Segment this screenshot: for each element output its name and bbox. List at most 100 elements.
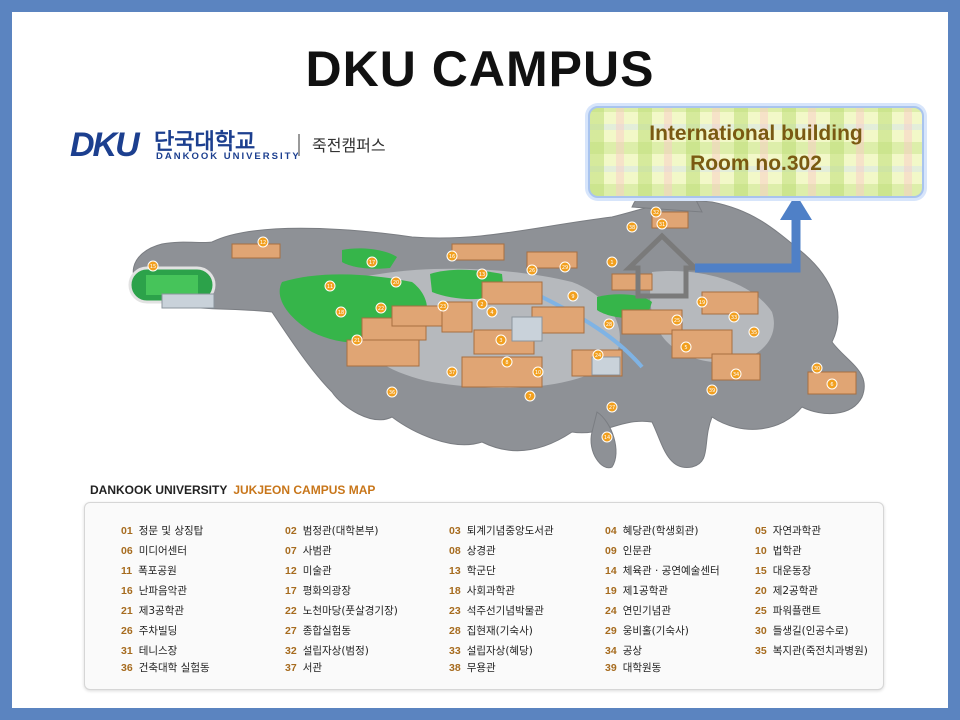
map-marker-label: 38: [629, 225, 635, 231]
map-marker: [559, 261, 571, 273]
legend-entry-name: 제3공학관: [138, 605, 185, 617]
map-marker: [826, 378, 838, 390]
map-marker: [811, 362, 823, 374]
legend-entry: 10 법학관: [755, 543, 802, 558]
map-marker-label: 18: [338, 310, 344, 316]
legend-title: DANKOOK UNIVERSITY JUKJEON CAMPUS MAP: [90, 483, 375, 497]
map-marker-label: 25: [674, 318, 680, 324]
legend-entry-name: 대운동장: [772, 565, 812, 577]
page-title: DKU CAMPUS: [305, 41, 655, 97]
map-marker: [748, 326, 760, 338]
map-marker-label: 7: [528, 394, 531, 400]
legend-entry-number: 14: [605, 565, 617, 577]
legend-title-university: DANKOOK UNIVERSITY: [90, 483, 228, 497]
legend-entry: 18 사회과학관: [449, 583, 515, 598]
legend-entry-name: 제1공학관: [622, 585, 669, 597]
legend-entry-name: 범정관(대학본부): [302, 525, 379, 537]
map-marker-label: 20: [393, 280, 399, 286]
map-marker-label: 15: [150, 264, 156, 270]
legend-entry-number: 24: [605, 605, 617, 617]
map-marker-label: 35: [751, 330, 757, 336]
legend-entry-name: 무용관: [466, 662, 496, 674]
map-marker: [656, 218, 668, 230]
legend-entry-name: 법학관: [772, 545, 802, 557]
legend-entry-number: 04: [605, 525, 617, 537]
map-marker: [476, 268, 488, 280]
legend-entry-number: 03: [449, 525, 461, 537]
legend-entry-number: 22: [285, 605, 297, 617]
map-marker: [680, 341, 692, 353]
legend-entry-name: 미디어센터: [138, 545, 187, 557]
map-marker-label: 12: [260, 240, 266, 246]
logo-mark: DKU: [70, 126, 140, 164]
legend-entry-number: 10: [755, 545, 767, 557]
map-marker-label: 36: [389, 390, 395, 396]
legend-entry-number: 23: [449, 605, 461, 617]
legend-entry-name: 파워플랜트: [772, 605, 821, 617]
legend-entry-name: 주차빌딩: [138, 625, 178, 637]
legend-entry-number: 32: [285, 645, 297, 657]
legend-entry-number: 36: [121, 662, 133, 674]
map-marker: [730, 368, 742, 380]
legend-entry-number: 29: [605, 625, 617, 637]
legend-entry-name: 공상: [622, 645, 643, 657]
legend-entry-number: 20: [755, 585, 767, 597]
map-marker: [601, 431, 613, 443]
map-marker-label: 23: [440, 304, 446, 310]
waterway: [531, 290, 644, 369]
map-marker: [351, 334, 363, 346]
legend-entry-number: 08: [449, 545, 461, 557]
map-marker: [446, 366, 458, 378]
legend-entry-name: 서관: [302, 662, 323, 674]
map-marker: [626, 221, 638, 233]
map-marker: [324, 280, 336, 292]
map-marker: [375, 302, 387, 314]
map-marker: [147, 260, 159, 272]
map-marker: [532, 366, 544, 378]
map-marker-label: 9: [571, 294, 574, 300]
legend-entry-name: 제2공학관: [772, 585, 819, 597]
legend-entry-name: 건축대학 실험동: [138, 662, 210, 674]
map-marker: [437, 300, 449, 312]
legend-entry-name: 상경관: [466, 545, 496, 557]
map-marker-label: 22: [378, 306, 384, 312]
map-marker-label: 4: [490, 310, 493, 316]
callout-building: International building: [649, 122, 863, 145]
map-marker: [446, 250, 458, 262]
location-arrow: [695, 194, 812, 273]
legend-entry-number: 33: [449, 645, 461, 657]
legend-entry-name: 폭포공원: [138, 565, 177, 577]
legend-entry-number: 01: [121, 525, 133, 537]
map-marker: [486, 306, 498, 318]
legend-entry-name: 사회과학관: [466, 585, 515, 597]
legend-entry-name: 혜당관(학생회관): [622, 525, 699, 537]
legend-entry-name: 종합실험동: [302, 625, 351, 637]
map-marker-label: 28: [606, 322, 612, 328]
map-marker-label: 33: [731, 315, 737, 321]
legend-title-map: JUKJEON CAMPUS MAP: [233, 483, 376, 497]
map-marker: [366, 256, 378, 268]
map-marker-label: 31: [659, 222, 665, 228]
home-icon: [622, 232, 702, 299]
map-marker-label: 16: [449, 254, 455, 260]
map-marker: [526, 264, 538, 276]
legend-entry-number: 18: [449, 585, 461, 597]
